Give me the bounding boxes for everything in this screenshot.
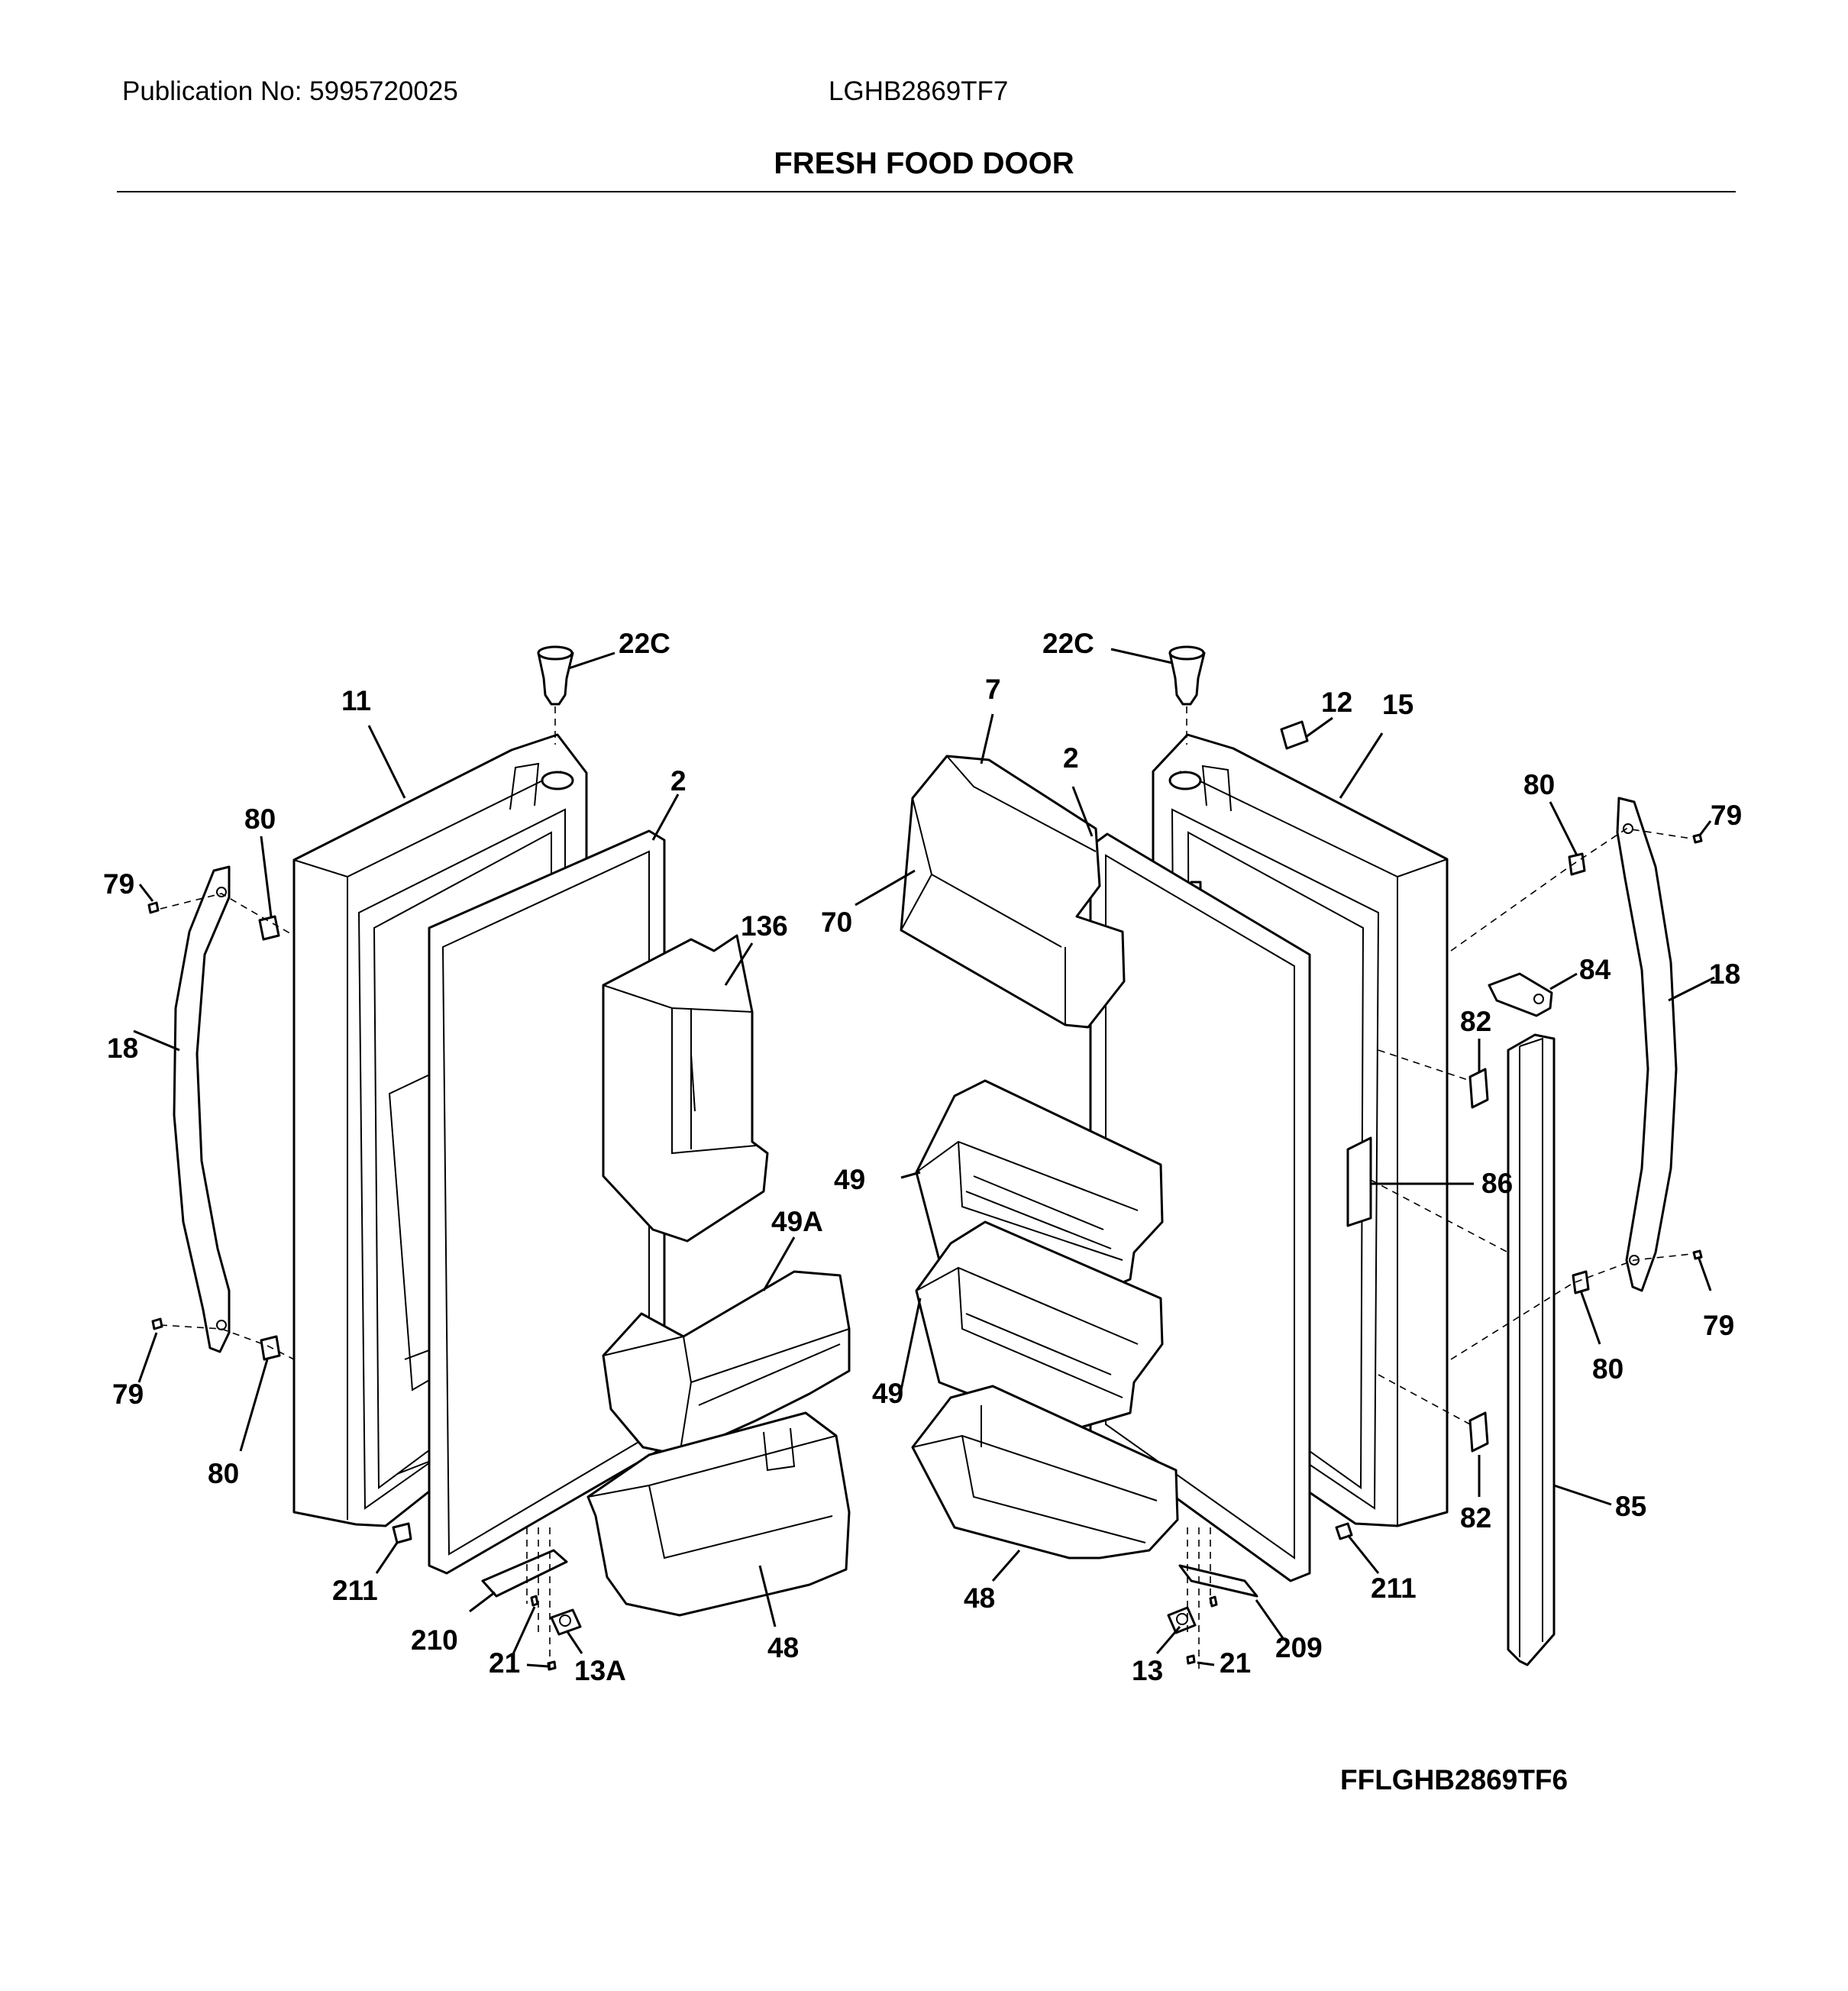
left-door-bin-136 — [602, 934, 769, 1243]
left-mount-studs — [147, 901, 281, 1361]
right-handle — [1616, 797, 1678, 1292]
left-door-bin-48 — [586, 1411, 851, 1617]
callout-right-screw-bottom: 79 — [1703, 1310, 1734, 1341]
callout-left-stop: 211 — [332, 1575, 378, 1606]
right-small-parts — [1280, 720, 1703, 1540]
callout-right-switch: 86 — [1481, 1168, 1513, 1199]
callout-labels: 22C 11 2 136 49A 48 18 80 79 79 80 211 2… — [103, 628, 1742, 1686]
callout-left-bin-136: 136 — [741, 910, 788, 942]
left-hinge-parts — [392, 1522, 582, 1671]
callout-leader-lines — [133, 648, 1715, 1668]
callout-right-bin-49-top: 49 — [834, 1164, 865, 1195]
callout-right-bushing: 13 — [1132, 1655, 1163, 1686]
right-hinge-parts — [1167, 1564, 1258, 1665]
right-flipper-mullion — [1507, 1033, 1556, 1666]
right-cap-22c — [1168, 645, 1206, 706]
callout-right-bin-49-bottom: 49 — [872, 1378, 903, 1409]
callout-right-flipper: 85 — [1615, 1491, 1646, 1522]
callout-right-gasket: 2 — [1063, 742, 1079, 774]
callout-right-bin-7: 7 — [985, 674, 1001, 705]
callout-left-handle: 18 — [107, 1033, 138, 1064]
callout-right-bracket: 84 — [1579, 954, 1611, 985]
page-title: FRESH FOOD DOOR — [774, 147, 1074, 180]
callout-right-label: 12 — [1321, 687, 1352, 718]
figure-code: FFLGHB2869TF6 — [1340, 1764, 1569, 1795]
callout-right-clip-bottom: 82 — [1460, 1502, 1491, 1534]
callout-left-door: 11 — [341, 685, 371, 716]
callout-right-clip-top: 82 — [1460, 1006, 1491, 1037]
callout-left-stud-bottom: 80 — [208, 1458, 239, 1489]
left-door-bin-49a — [602, 1270, 851, 1456]
callout-right-stop: 211 — [1371, 1572, 1417, 1604]
left-handle — [173, 865, 231, 1353]
callout-left-screw-hinge: 21 — [489, 1647, 520, 1679]
callout-right-bin-48: 48 — [964, 1582, 995, 1614]
callout-left-hinge: 210 — [411, 1624, 458, 1656]
right-door-bin-48 — [911, 1385, 1179, 1560]
callout-right-handle: 18 — [1709, 958, 1740, 990]
callout-left-bushing: 13A — [574, 1655, 626, 1686]
callout-left-bin-49a: 49A — [771, 1206, 823, 1237]
callout-right-hinge: 209 — [1275, 1632, 1323, 1663]
left-cap-22c — [537, 645, 574, 706]
callout-right-cap: 22C — [1042, 628, 1094, 659]
model-number: LGHB2869TF7 — [829, 76, 1009, 106]
callout-right-stud-bottom: 80 — [1592, 1353, 1623, 1385]
callout-left-screw-bottom: 79 — [112, 1379, 144, 1410]
callout-right-stud-top: 80 — [1523, 769, 1555, 800]
callout-right-screw-top: 79 — [1711, 800, 1742, 831]
header-divider — [117, 191, 1736, 192]
callout-left-bin-48: 48 — [767, 1632, 799, 1663]
callout-left-screw-top: 79 — [103, 868, 134, 900]
callout-right-screw-hinge: 21 — [1220, 1647, 1251, 1679]
callout-right-bin-70: 70 — [821, 907, 852, 938]
callout-left-gasket: 2 — [670, 765, 687, 797]
callout-right-door: 15 — [1382, 689, 1413, 720]
right-door-bin-7 — [900, 755, 1126, 1029]
callout-left-stud-top: 80 — [244, 803, 276, 835]
callout-left-cap: 22C — [619, 628, 670, 659]
publication-number: Publication No: 5995720025 — [122, 76, 458, 106]
alignment-dashed-lines — [160, 706, 1692, 1669]
